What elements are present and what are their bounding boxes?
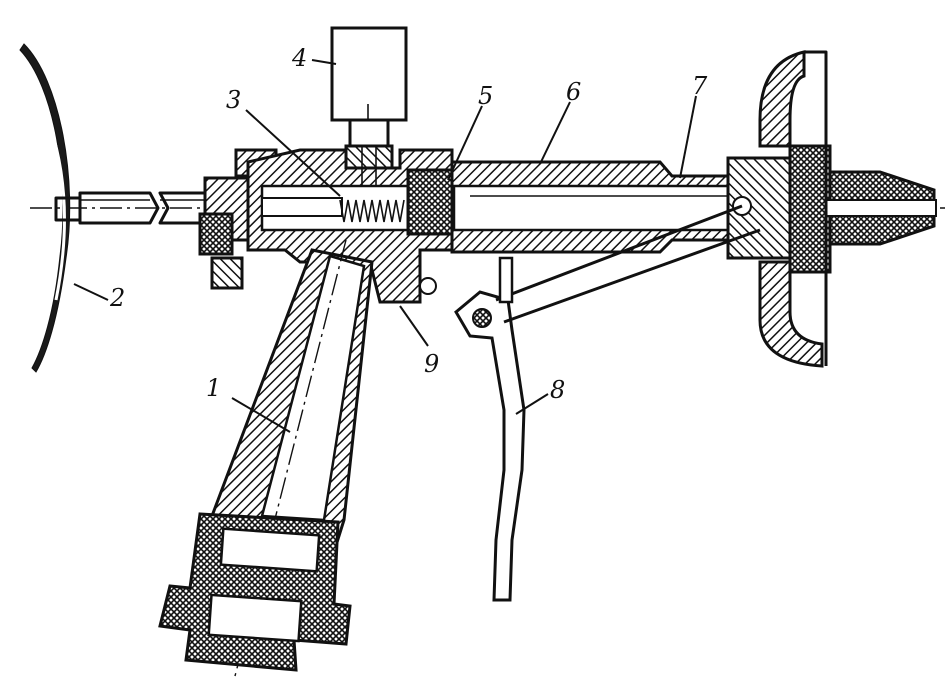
leader-1 <box>231 397 291 433</box>
callout-label-5: 5 <box>478 82 493 110</box>
leader-9 <box>399 305 429 347</box>
valve-body <box>246 148 456 304</box>
leader-2 <box>73 283 109 301</box>
leader-8 <box>515 393 549 415</box>
left-rod <box>78 191 214 225</box>
callout-label-7: 7 <box>692 72 708 100</box>
callout-label-6: 6 <box>566 78 581 106</box>
leader-6 <box>539 101 571 165</box>
callout-label-4: 4 <box>291 44 307 72</box>
callout-label-2: 2 <box>109 284 125 312</box>
callout-label-3: 3 <box>226 86 241 114</box>
handle-tube <box>158 239 374 681</box>
callout-label-9: 9 <box>424 350 439 378</box>
valve-spring <box>339 199 405 223</box>
nozzle-assembly <box>726 144 937 274</box>
leader-7 <box>679 95 697 179</box>
callout-label-1: 1 <box>206 374 221 402</box>
callout-label-8: 8 <box>550 376 565 404</box>
leader-3 <box>245 109 341 197</box>
right-hand-guard <box>758 50 828 368</box>
trigger-lever <box>454 204 761 602</box>
leader-4 <box>311 59 337 65</box>
leader-5 <box>447 105 483 181</box>
top-valve-cap <box>330 26 408 186</box>
